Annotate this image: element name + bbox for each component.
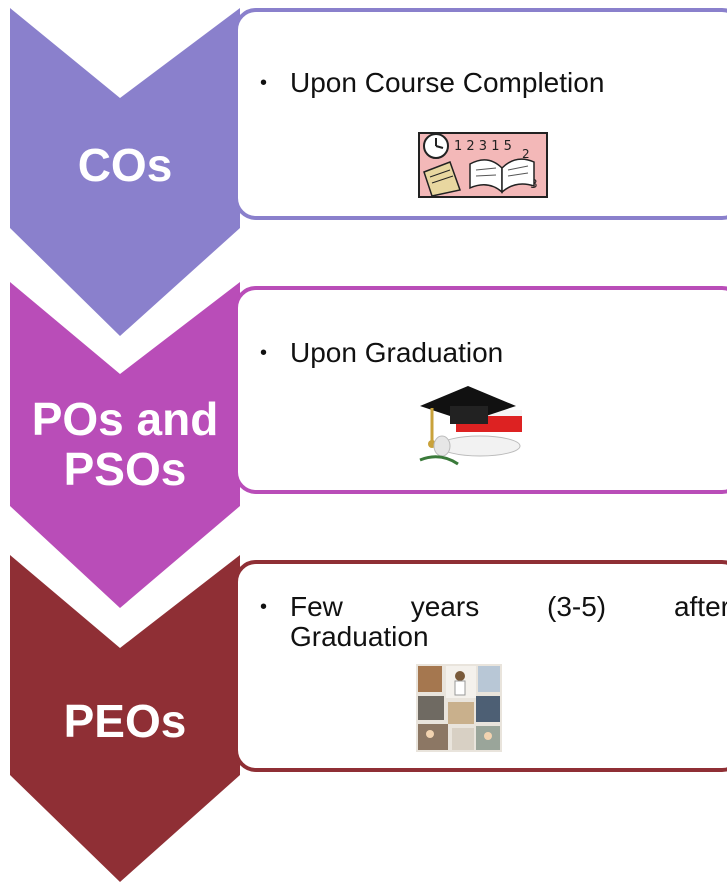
svg-text:2: 2 (522, 147, 530, 161)
peos-label: PEOs (63, 695, 187, 747)
bullet-dot: • (260, 72, 268, 94)
pos-label-line2: PSOs (63, 443, 187, 495)
office-collage-icon (416, 664, 502, 752)
peos-word-1: Few (290, 591, 343, 622)
peos-word-3: (3-5) (547, 591, 607, 622)
pos-psos-label: POs and PSOs (10, 394, 240, 494)
svg-text:1 2 3 1 5: 1 2 3 1 5 (454, 139, 512, 154)
pos-label-line1: POs and (31, 393, 219, 445)
cos-box: • Upon Course Completion 1 2 3 1 5 2 3 (234, 8, 727, 220)
chevron-pos-psos (10, 282, 240, 608)
peos-bullet-text: Few years (3-5) after Graduation (290, 592, 727, 652)
cos-bullet-text: Upon Course Completion (290, 67, 605, 98)
peos-line2: Graduation (290, 621, 429, 652)
clock-book-icon: 1 2 3 1 5 2 3 (418, 132, 548, 198)
chevron-peos (10, 555, 240, 882)
pos-bullet-text: Upon Graduation (290, 337, 504, 368)
peos-word-2: years (410, 591, 480, 622)
graduation-cap-diploma-icon (410, 380, 528, 470)
bullet-dot: • (260, 342, 268, 364)
peos-word-4: after (673, 591, 727, 622)
bullet-dot: • (260, 596, 268, 618)
pos-psos-box: • Upon Graduation (234, 286, 727, 494)
cos-label: COs (77, 139, 173, 191)
peos-box: • Few years (3-5) after Graduation (234, 560, 727, 772)
chevron-cos (10, 8, 240, 336)
